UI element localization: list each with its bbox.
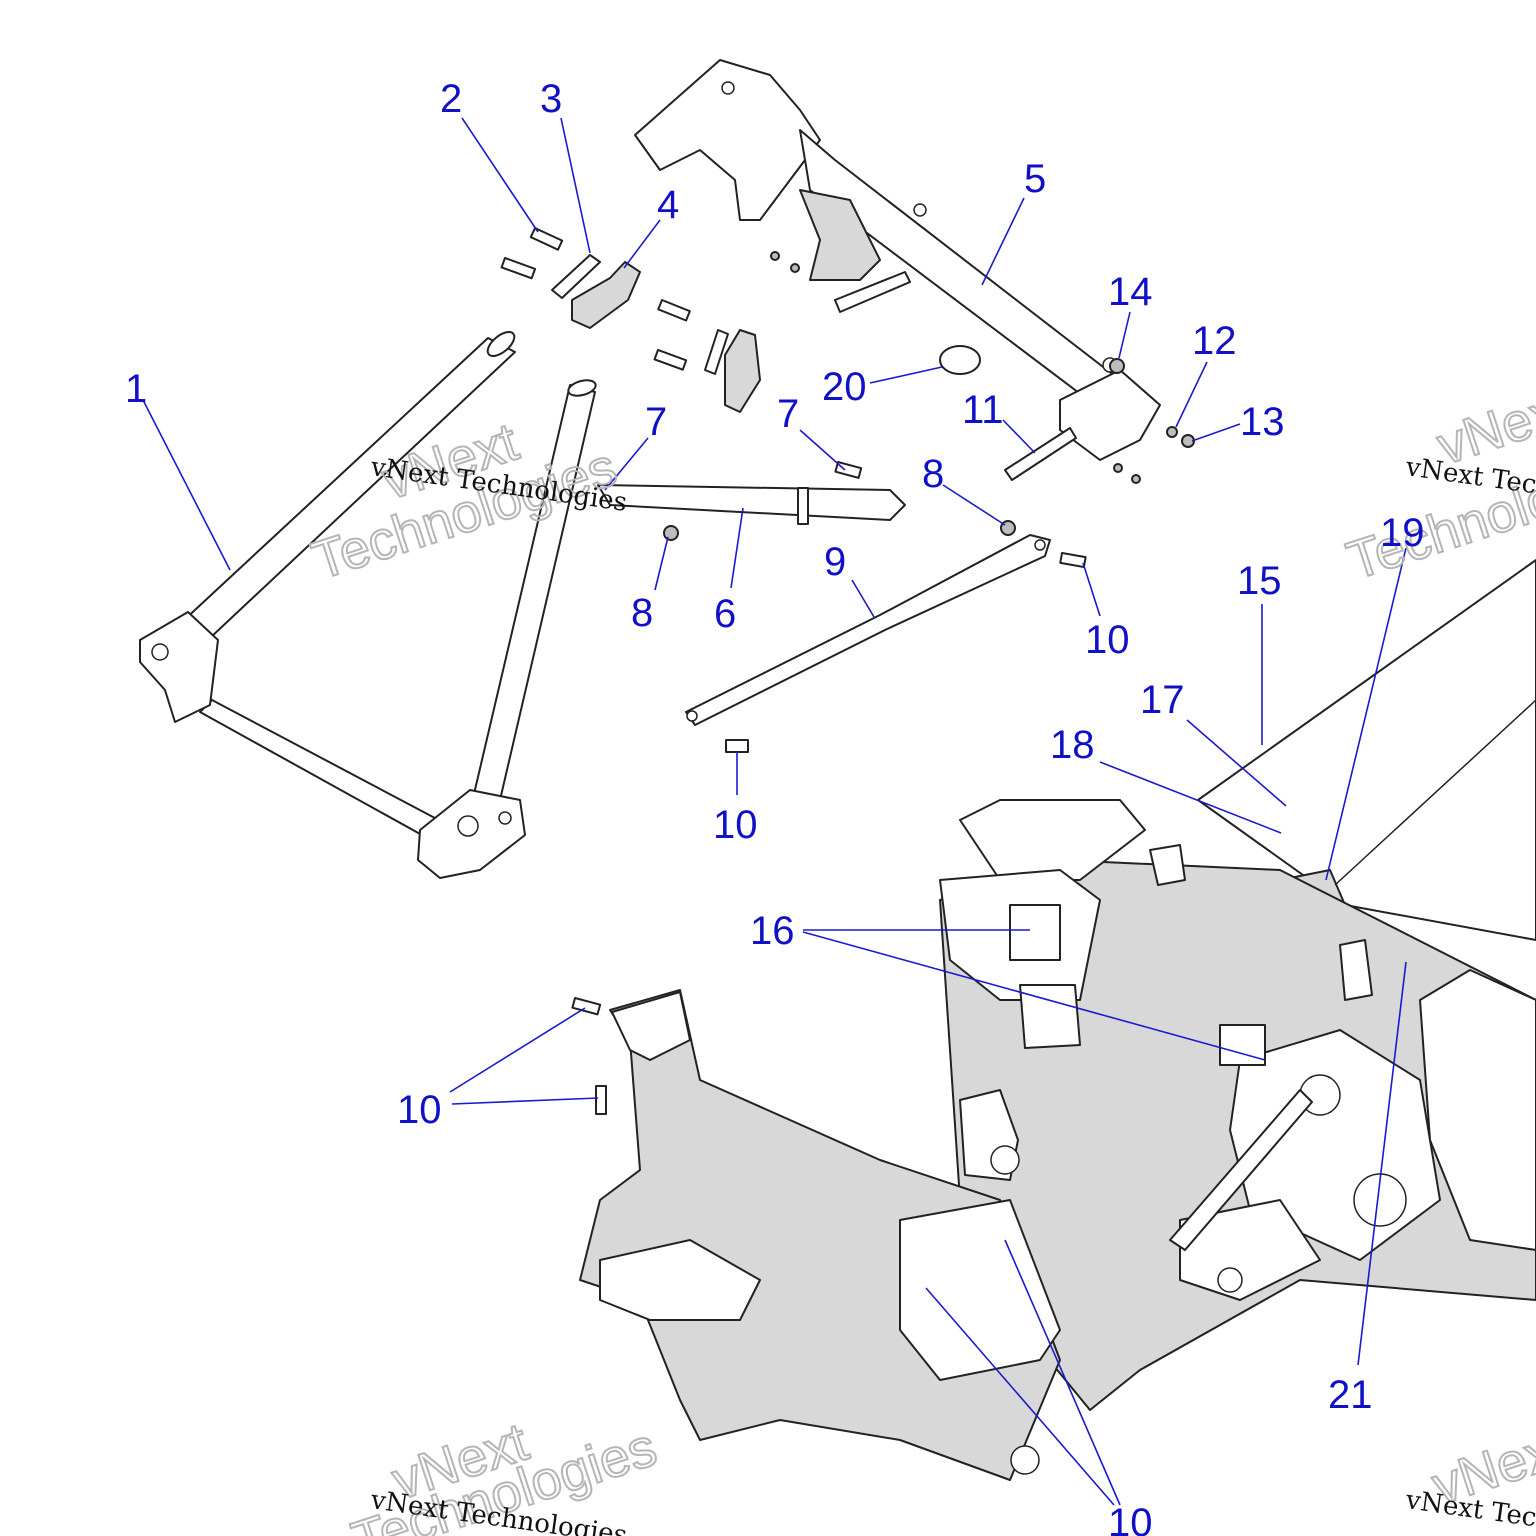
callouts: 1 2 3 4 5 6 7 7 8 8 9 10 10 10 10 11 12 … bbox=[125, 77, 1425, 1536]
part-5-upper-frame bbox=[634, 59, 1161, 461]
callout-7b: 7 bbox=[777, 392, 799, 436]
callout-10c: 10 bbox=[397, 1088, 442, 1132]
callout-8a: 8 bbox=[922, 452, 944, 496]
part-1-frame-tubes bbox=[139, 331, 597, 879]
callout-2: 2 bbox=[440, 77, 462, 121]
callout-15: 15 bbox=[1237, 559, 1282, 603]
callout-16: 16 bbox=[750, 909, 795, 953]
leader-lines bbox=[142, 117, 1407, 1506]
small-hardware bbox=[571, 251, 1294, 1115]
callout-11: 11 bbox=[962, 388, 1004, 432]
part-9-brace bbox=[685, 534, 1051, 726]
callout-14: 14 bbox=[1108, 270, 1153, 314]
fasteners-2-3-4 bbox=[500, 226, 761, 413]
part-6-brace bbox=[597, 484, 906, 525]
callout-8b: 8 bbox=[631, 591, 653, 635]
callout-9: 9 bbox=[824, 540, 846, 584]
callout-3: 3 bbox=[540, 77, 562, 121]
callout-18: 18 bbox=[1050, 723, 1095, 767]
callout-5: 5 bbox=[1024, 157, 1046, 201]
callout-10a: 10 bbox=[1085, 618, 1130, 662]
callout-12: 12 bbox=[1192, 319, 1237, 363]
callout-10d: 10 bbox=[1108, 1501, 1153, 1536]
callout-20: 20 bbox=[822, 365, 867, 409]
callout-4: 4 bbox=[657, 183, 679, 227]
callout-1: 1 bbox=[125, 367, 147, 411]
callout-7a: 7 bbox=[645, 400, 667, 444]
callout-13: 13 bbox=[1240, 400, 1285, 444]
callout-21: 21 bbox=[1328, 1373, 1373, 1417]
callout-10b: 10 bbox=[713, 803, 758, 847]
lower-chassis bbox=[579, 799, 1536, 1481]
callout-19: 19 bbox=[1380, 511, 1425, 555]
part-20-clip bbox=[939, 345, 981, 375]
callout-6: 6 bbox=[714, 592, 736, 636]
callout-17: 17 bbox=[1140, 678, 1185, 722]
part-11-pin bbox=[1004, 427, 1077, 481]
